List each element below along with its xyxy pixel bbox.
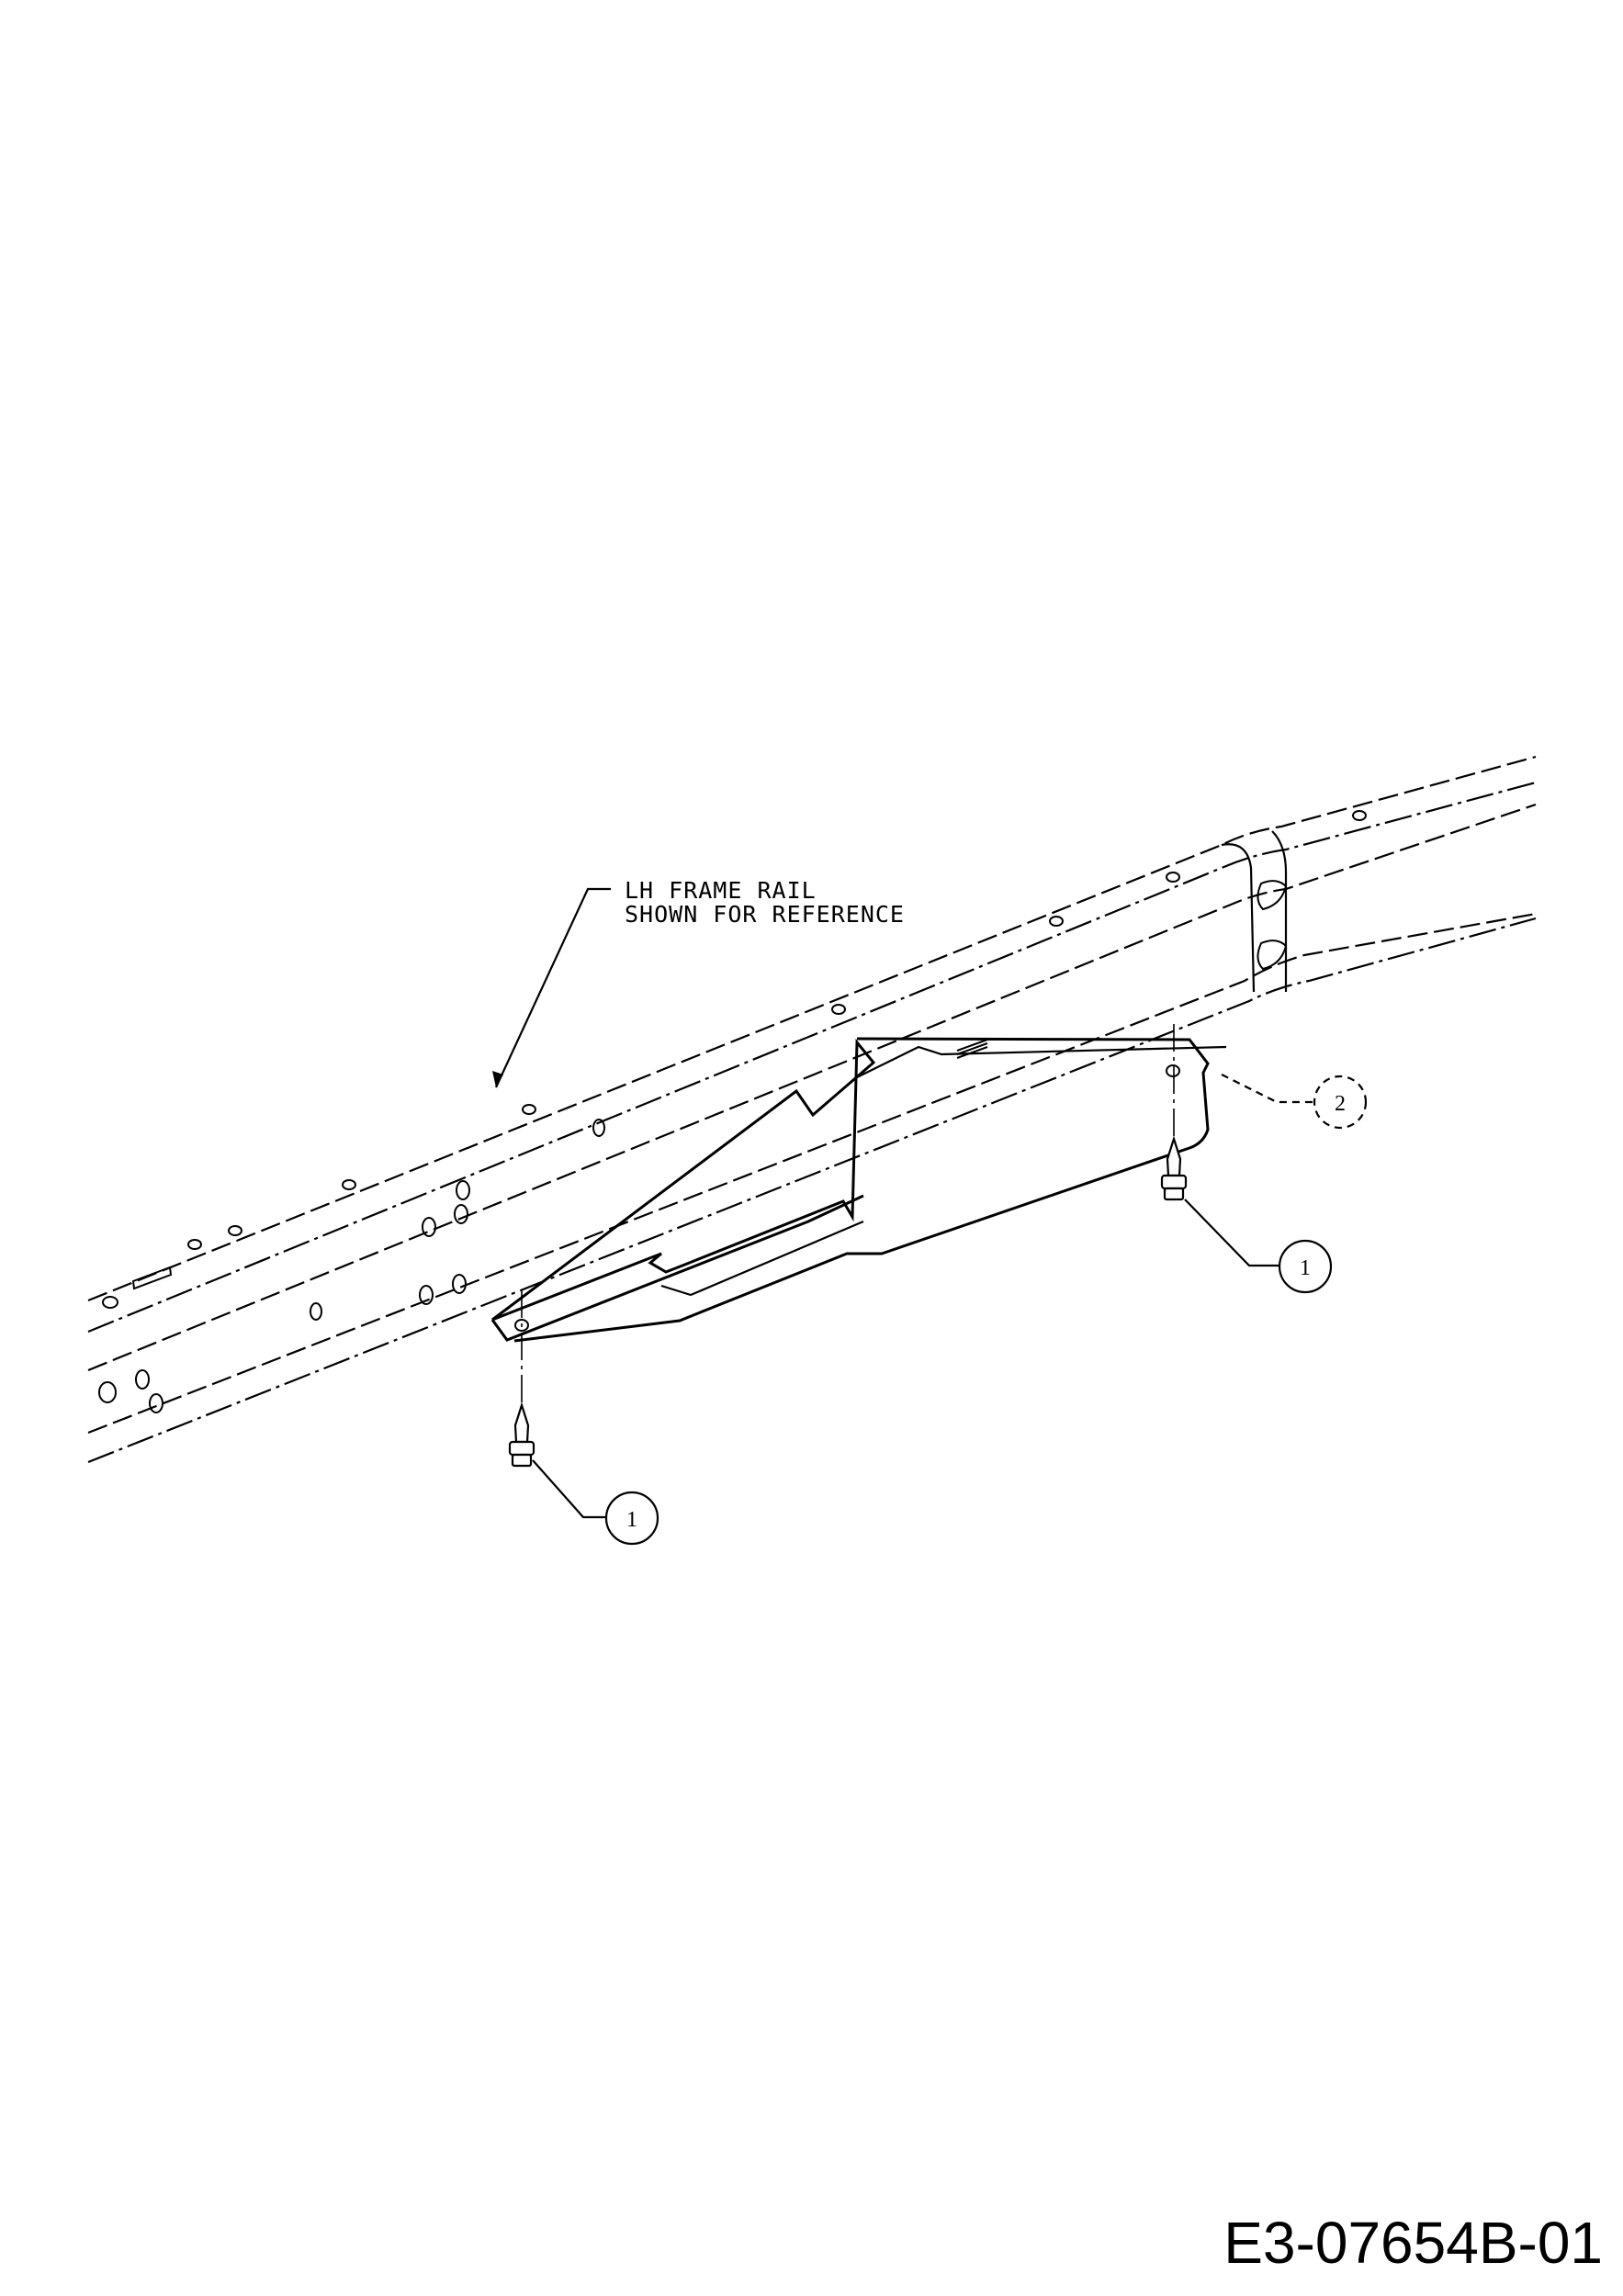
lh-frame-rail bbox=[87, 755, 1537, 1464]
diagram-part-number: E3-07654B-01 bbox=[1223, 2210, 1603, 2276]
note-line-2: SHOWN FOR REFERENCE bbox=[625, 901, 905, 928]
bracket[interactable] bbox=[490, 1037, 1227, 1343]
callout-1-right[interactable]: 1 bbox=[1184, 1199, 1333, 1294]
screw-right[interactable] bbox=[1160, 1135, 1188, 1201]
callout-1-left[interactable]: 1 bbox=[532, 1459, 659, 1546]
callout-number: 1 bbox=[626, 1508, 637, 1532]
callout-2[interactable]: 2 bbox=[1221, 1074, 1368, 1130]
callout-number: 2 bbox=[1335, 1092, 1346, 1116]
reference-note-leader bbox=[492, 887, 611, 1088]
callout-number: 1 bbox=[1300, 1256, 1311, 1280]
screw-left[interactable] bbox=[508, 1401, 535, 1468]
note-line-1: LH FRAME RAIL bbox=[625, 877, 817, 904]
